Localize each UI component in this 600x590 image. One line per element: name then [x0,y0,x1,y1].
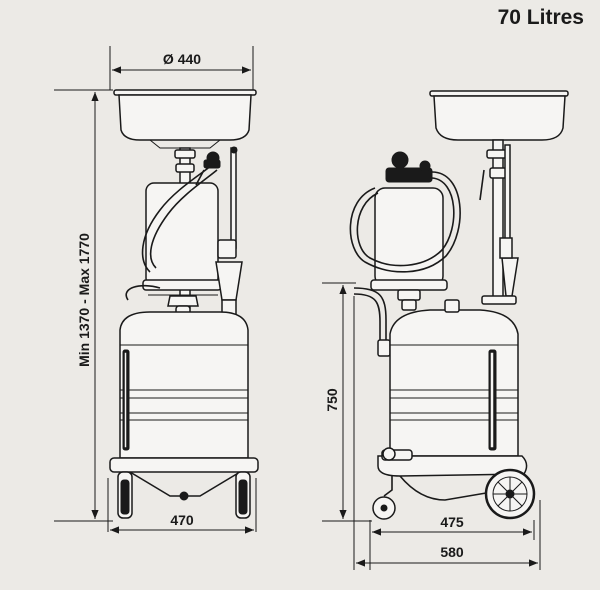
drain-bowl-front [113,89,257,149]
drain-tube-side [492,139,504,303]
dimension-base-depth: 475 [369,514,535,570]
dimension-height-range: Min 1370 - Max 1770 [54,89,113,522]
dimension-body-height: 750 [322,282,372,522]
main-tank-side [389,299,519,457]
wheel-icon-side [484,468,536,520]
base-depth-label: 475 [440,514,464,530]
caster-wheel [372,476,396,520]
wheel-icon [117,471,251,519]
hose-side [349,171,461,273]
front-view [109,89,259,519]
cart-frame-front [109,457,259,473]
cart-frame-side [377,455,528,477]
body-height-label: 750 [324,388,340,412]
level-rod-front [230,147,237,249]
front-width-label: 470 [170,512,194,528]
dimension-overall-depth: 580 [353,296,541,570]
pump-gun-icon [195,151,221,186]
height-range-label: Min 1370 - Max 1770 [76,233,92,367]
drain-bowl-side [429,90,569,141]
dimension-bowl-diameter: Ø 440 [109,46,254,90]
pump-gun-side [385,151,433,183]
capacity-title: 70 Litres [497,6,584,29]
dimension-front-width: 470 [107,478,257,534]
overall-depth-label: 580 [440,544,464,560]
side-view [349,90,569,520]
main-tank-front [119,311,249,459]
bowl-diameter-label: Ø 440 [163,51,201,67]
handle-side [353,287,387,356]
hose-front [141,164,213,273]
